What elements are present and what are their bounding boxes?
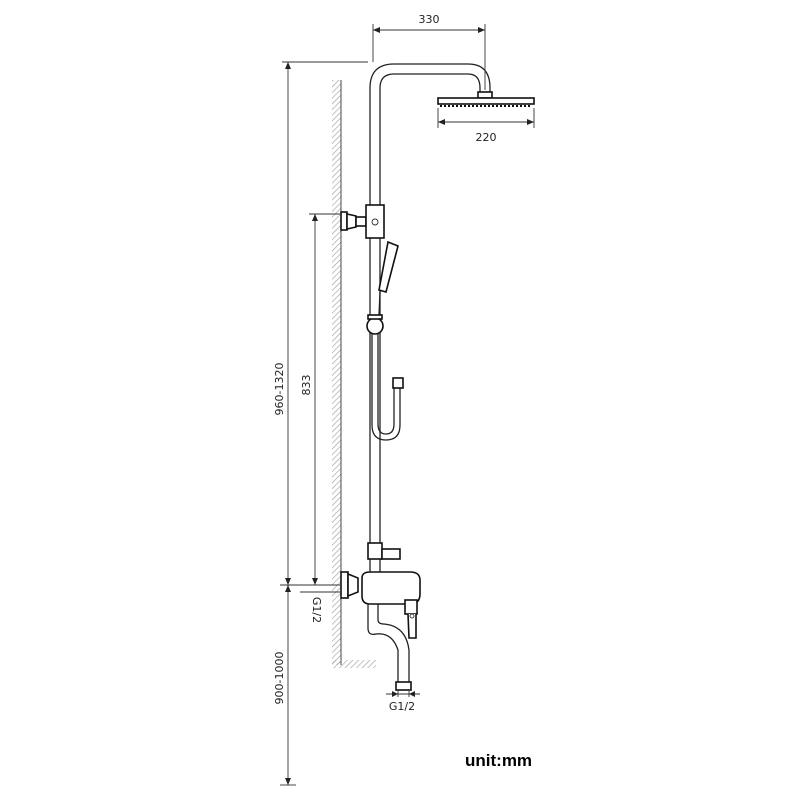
dimension-spout-thread: G1/2 [386, 690, 420, 713]
dimension-220-label: 220 [476, 131, 497, 144]
dimension-install-height: 900-1000 [273, 585, 296, 786]
dimension-330-label: 330 [419, 13, 440, 26]
overhead-shower-head [437, 91, 535, 107]
wall-section [332, 80, 376, 668]
dimension-total-height: 960-1320 [273, 61, 368, 585]
dimension-833-label: 833 [300, 375, 313, 396]
mixer-valve [340, 571, 421, 639]
inlet-g1-2-label: G1/2 [310, 597, 323, 623]
unit-label: unit:mm [465, 751, 532, 770]
riser-pipe [369, 63, 491, 575]
upper-wall-bracket [340, 204, 385, 239]
dimension-inlet-thread: G1/2 [300, 591, 342, 623]
dimension-900-1000-label: 900-1000 [273, 652, 286, 705]
spout-g1-2-label: G1/2 [389, 700, 415, 713]
hand-shower [366, 240, 404, 441]
dimension-head-diameter: 220 [437, 108, 535, 144]
dimension-960-1320-label: 960-1320 [273, 363, 286, 416]
dimension-mount-spacing: 833 [300, 213, 340, 585]
dimension-arm-length: 330 [372, 13, 486, 90]
bath-spout [367, 604, 412, 691]
diverter [367, 542, 401, 560]
